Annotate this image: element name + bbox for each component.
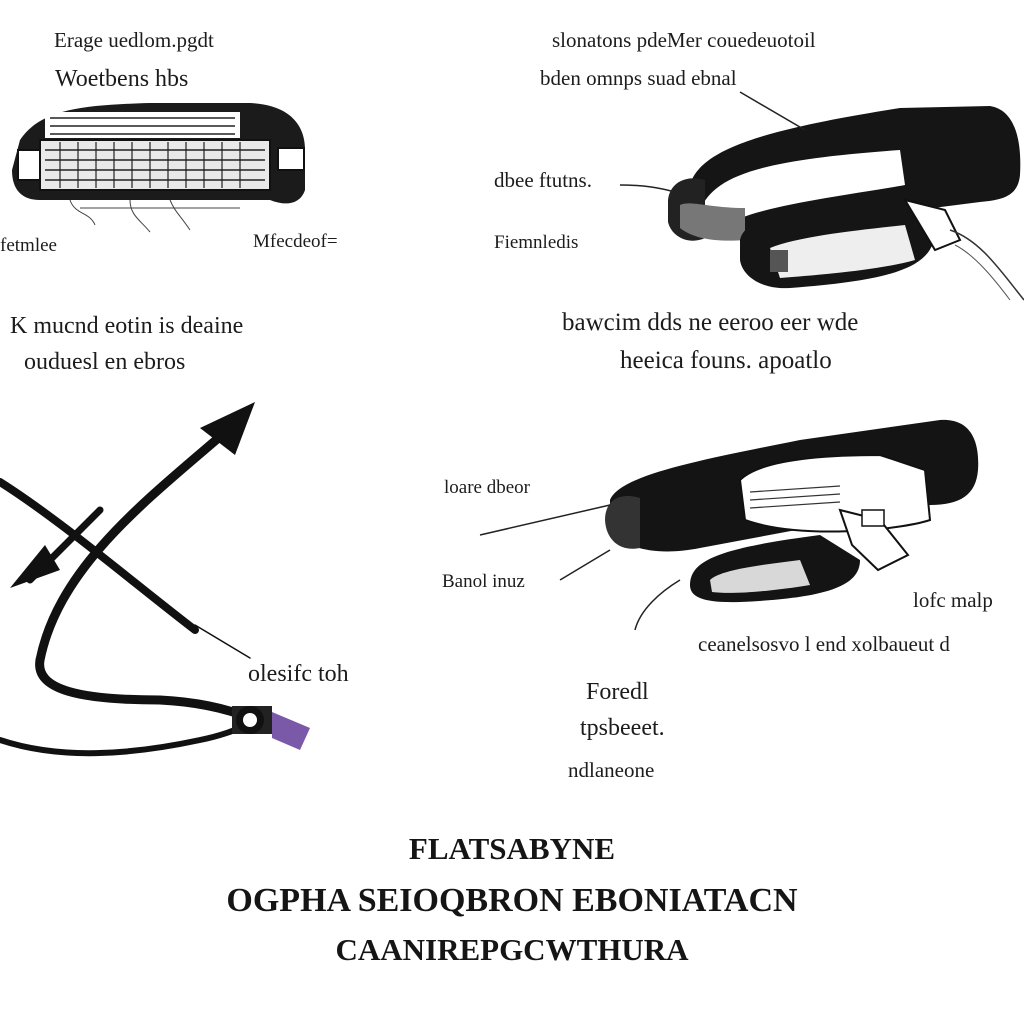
arrow-label: olesifc toh <box>248 661 349 687</box>
left-caption-line-2: ouduesl en ebros <box>24 349 186 375</box>
keyboard-label-left: fetmlee <box>0 235 57 256</box>
top-left-label-2: Woetbens hbs <box>55 66 189 92</box>
arrows-and-cable <box>0 402 258 757</box>
clip-label-a: dbee ftutns. <box>494 168 592 192</box>
footer-title-line-1: FLATSABYNE <box>408 831 616 866</box>
lower-label-b: Banol inuz <box>442 571 525 592</box>
leader-lines <box>479 91 806 631</box>
footer-title-line-2: OGPHA SEIOQBRON EBONIATACN <box>226 882 798 919</box>
keyboard-device <box>12 103 305 233</box>
clip-device-bottom <box>605 419 979 603</box>
mid-label-c: ndlaneone <box>568 758 655 782</box>
lower-label-d: ceanelsosvo l end xolbaueut d <box>698 632 950 656</box>
right-caption-line-1: bawcim dds ne eeroo eer wde <box>562 309 859 336</box>
top-right-label-2: bden omnps suad ebnal <box>540 66 737 90</box>
top-left-label-1: Erage uedlom.pgdt <box>54 28 214 52</box>
lower-label-c: lofc malp <box>913 588 993 612</box>
right-caption-line-2: heeica founs. apoatlo <box>620 347 832 374</box>
mid-label-a: Foredl <box>586 679 649 705</box>
cable-connector <box>232 706 310 750</box>
clip-device-top <box>668 106 1024 301</box>
lower-label-a: loare dbeor <box>444 477 530 498</box>
footer-title-line-3: CAANIREPGCWTHURA <box>335 932 689 967</box>
clip-label-b: Fiemnledis <box>494 232 579 253</box>
top-right-label-1: slonatons pdeMer couedeuotoil <box>552 28 816 52</box>
left-caption-line-1: K mucnd eotin is deaine <box>10 313 244 339</box>
keyboard-label-right: Mfecdeof= <box>253 231 338 252</box>
mid-label-b: tpsbeeet. <box>580 715 665 741</box>
